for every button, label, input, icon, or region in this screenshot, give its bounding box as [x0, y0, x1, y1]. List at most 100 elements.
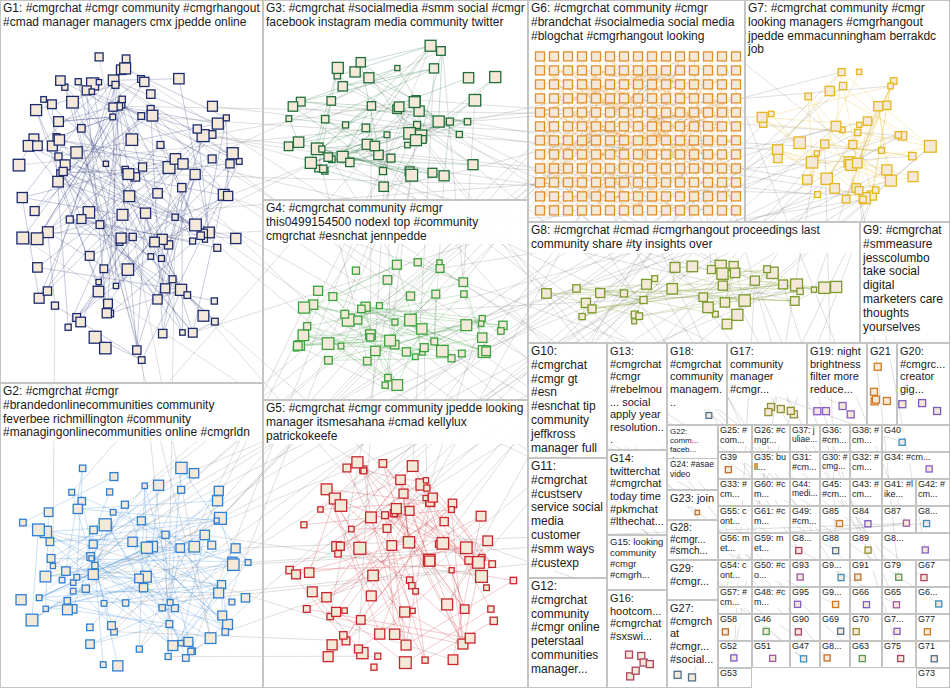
group-box: G89 — [850, 533, 882, 560]
vertex-icon — [89, 331, 101, 343]
vertex-icon — [440, 518, 448, 526]
vertex-layer — [13, 40, 942, 681]
vertex-icon — [343, 464, 351, 472]
vertex-icon — [428, 168, 437, 177]
network-edge — [304, 510, 452, 525]
network-edge — [736, 98, 737, 140]
vertex-icon — [113, 661, 123, 671]
network-edge — [322, 106, 372, 149]
vertex-icon — [307, 587, 317, 597]
vertex-icon — [676, 192, 685, 201]
vertex-icon — [227, 148, 238, 159]
group-label: G79 — [883, 561, 915, 571]
network-edge — [807, 72, 859, 180]
network-edge — [158, 188, 182, 300]
vertex-icon — [293, 137, 303, 147]
vertex-icon — [718, 94, 727, 103]
network-edge — [783, 284, 901, 658]
group-box: G8... — [790, 533, 820, 560]
group-label: G32: #cm... — [851, 453, 881, 473]
group-box: G63 — [850, 641, 882, 668]
vertex-icon — [732, 94, 741, 103]
vertex-icon — [648, 192, 657, 201]
group-box: G6... — [916, 587, 950, 614]
group-label: G2: #cmgrchat #cmgr #brandedonlinecommun… — [1, 384, 262, 441]
vertex-icon — [405, 142, 411, 148]
vertex-icon — [620, 150, 629, 159]
group-label: G56: met... — [719, 534, 751, 554]
network-edge — [554, 98, 652, 154]
vertex-icon — [67, 96, 79, 108]
vertex-icon — [460, 605, 469, 614]
vertex-icon — [355, 645, 363, 653]
group-box: G30: #cmg... — [820, 452, 850, 479]
vertex-icon — [634, 94, 643, 103]
vertex-icon — [919, 400, 926, 407]
network-edge — [355, 72, 643, 300]
group-box: G24: #asae video — [667, 458, 718, 490]
vertex-icon — [150, 237, 160, 247]
network-edge — [108, 175, 195, 304]
vertex-icon — [578, 192, 587, 201]
group-label: G24: #asae video — [668, 459, 717, 481]
vertex-icon — [667, 284, 677, 294]
vertex-icon — [446, 118, 453, 125]
vertex-icon — [390, 629, 400, 639]
vertex-icon — [903, 520, 909, 526]
group-label: G34: #cm... — [883, 453, 949, 463]
vertex-icon — [550, 178, 559, 187]
vertex-icon — [797, 288, 803, 294]
vertex-icon — [536, 136, 545, 145]
network-edge — [327, 489, 352, 529]
group-box: G37: juliae... — [790, 425, 820, 452]
vertex-icon — [64, 598, 70, 604]
network-edge — [582, 56, 583, 98]
network-edge — [299, 78, 469, 142]
vertex-icon — [620, 164, 629, 173]
network-edge — [114, 80, 218, 123]
vertex-icon — [839, 82, 846, 89]
vertex-icon — [33, 524, 45, 536]
network-edge — [38, 68, 126, 145]
vertex-icon — [704, 52, 713, 61]
vertex-icon — [774, 154, 782, 162]
network-edge — [145, 486, 193, 651]
vertex-icon — [690, 150, 699, 159]
vertex-icon — [138, 113, 145, 120]
vertex-icon — [361, 468, 367, 474]
network-edge — [338, 554, 405, 612]
vertex-icon — [176, 544, 185, 553]
network-edge — [857, 86, 890, 163]
vertex-icon — [732, 178, 741, 187]
network-edge — [307, 326, 406, 352]
vertex-icon — [796, 548, 802, 554]
vertex-icon — [646, 661, 653, 668]
vertex-icon — [77, 215, 86, 224]
vertex-icon — [859, 656, 865, 662]
vertex-icon — [148, 254, 154, 260]
network-edge — [45, 136, 902, 577]
vertex-icon — [286, 116, 292, 122]
vertex-icon — [208, 541, 216, 549]
group-box: G9... — [820, 587, 850, 614]
group-label: G25: #com... — [719, 426, 751, 446]
network-edge — [554, 56, 652, 182]
vertex-icon — [606, 108, 615, 117]
network-edge — [299, 122, 450, 143]
vertex-icon — [489, 561, 496, 568]
group-box: G95 — [790, 587, 820, 614]
network-edge — [388, 322, 395, 378]
vertex-icon — [662, 108, 671, 117]
vertex-icon — [325, 357, 333, 365]
group-box: G19: night brightness filter more reduce… — [807, 343, 867, 425]
vertex-icon — [821, 173, 832, 184]
vertex-icon — [620, 52, 629, 61]
vertex-icon — [690, 192, 699, 201]
vertex-icon — [634, 206, 643, 215]
vertex-icon — [469, 95, 481, 107]
vertex-icon — [100, 342, 111, 353]
vertex-icon — [578, 66, 587, 75]
vertex-icon — [550, 66, 559, 75]
vertex-icon — [138, 357, 145, 364]
vertex-icon — [183, 655, 190, 662]
